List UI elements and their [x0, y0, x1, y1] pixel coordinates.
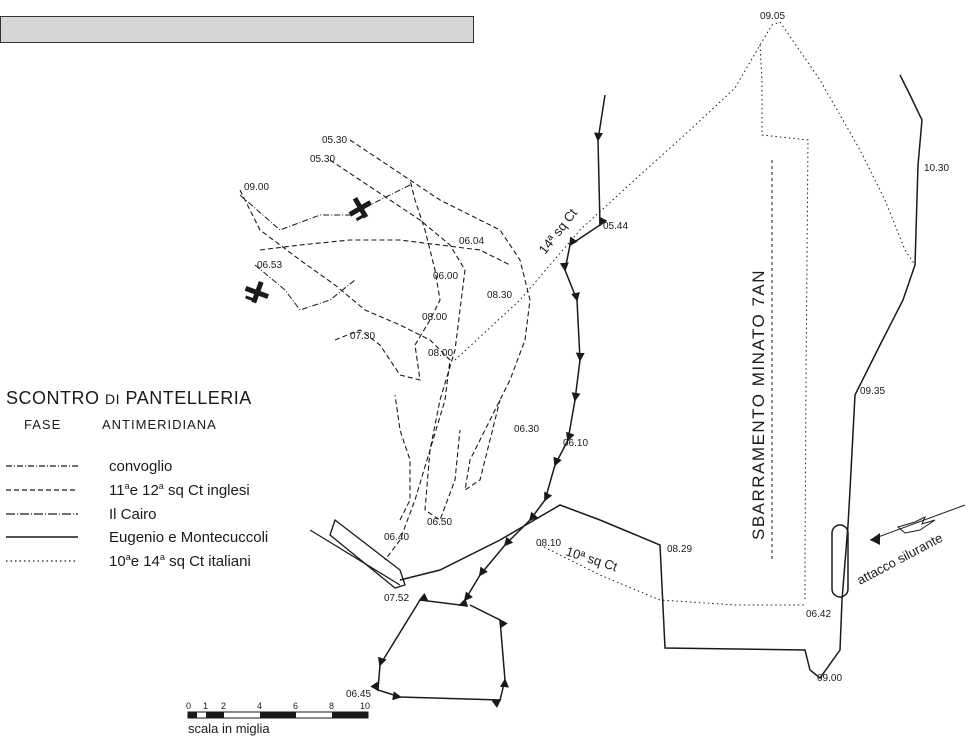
track-14sq — [454, 21, 916, 361]
scale-tick: 10 — [360, 701, 370, 711]
track-eugenio-middle — [399, 74, 923, 680]
torpedo-label: attacco silurante — [854, 530, 945, 588]
time-label: 06.04 — [459, 236, 484, 247]
squadron-10-label: 10ª sq Ct — [564, 544, 620, 575]
aircraft-icon — [348, 196, 372, 222]
legend-item-british: 11ae 12a sq Ct inglesi — [6, 481, 250, 499]
legend-swatch-dashed — [6, 489, 78, 491]
legend-label: Il Cairo — [109, 505, 157, 523]
scale-tick: 0 — [186, 701, 191, 711]
legend-title: SCONTRO DI PANTELLERIA — [6, 388, 252, 409]
time-label: 07.30 — [350, 331, 375, 342]
scale-label: scala in miglia — [188, 721, 270, 736]
legend-label: 10ae 14a sq Ct italiani — [109, 552, 251, 570]
time-label: 08.00 — [422, 312, 447, 323]
time-label: 06.30 — [514, 424, 539, 435]
legend-label: 11ae 12a sq Ct inglesi — [109, 481, 250, 499]
time-label: 09.00 — [244, 182, 269, 193]
time-label: 05.44 — [603, 221, 628, 232]
time-label: 05.30 — [310, 154, 335, 165]
legend-title-part: SCONTRO — [6, 388, 100, 408]
legend-label: convoglio — [109, 457, 173, 475]
track-eugenio-west — [370, 94, 608, 708]
scale-tick: 4 — [257, 701, 262, 711]
time-label: 06.50 — [427, 517, 452, 528]
legend-swatch-long-dash-dot — [6, 513, 78, 515]
cruiser-shape — [831, 524, 849, 598]
scale-tick: 1 — [203, 701, 208, 711]
cairo-track-edge — [309, 529, 401, 586]
time-label: 09.00 — [817, 673, 842, 684]
title-banner — [0, 16, 474, 43]
time-label: 08.10 — [536, 538, 561, 549]
scale-tick: 6 — [293, 701, 298, 711]
time-label: 06.10 — [563, 438, 588, 449]
time-label: 06.53 — [257, 260, 282, 271]
time-label: 08.29 — [667, 544, 692, 555]
time-label: 06.00 — [433, 271, 458, 282]
legend-item-eugenio: Eugenio e Montecuccoli — [6, 528, 268, 546]
british-tracks — [239, 139, 531, 561]
track-14sq-return — [759, 44, 809, 600]
time-markers: 09.05 10.30 05.30 05.30 09.00 05.44 06.0… — [244, 11, 949, 700]
legend-swatch-dash-dot — [6, 465, 78, 467]
torpedo-attack-group — [869, 504, 966, 545]
time-label: 06.42 — [806, 609, 831, 620]
legend-swatch-dotted — [6, 560, 78, 562]
time-label: 07.52 — [384, 593, 409, 604]
convoy-track — [239, 184, 411, 311]
track-10sq — [539, 544, 805, 606]
time-label: 10.30 — [924, 163, 949, 174]
squadron-14-label: 14ª sq Ct — [536, 205, 581, 256]
time-label: 08.00 — [428, 348, 453, 359]
time-label: 05.30 — [322, 135, 347, 146]
scale-tick: 8 — [329, 701, 334, 711]
scale-bar: 0 1 2 4 6 8 10 — [186, 701, 370, 719]
minefield-label: SBARRAMENTO MINATO 7AN — [749, 269, 768, 540]
scale-tick: 2 — [221, 701, 226, 711]
legend-item-cairo: Il Cairo — [6, 505, 157, 523]
time-label: 08.30 — [487, 290, 512, 301]
legend-swatch-solid — [6, 536, 78, 538]
legend-item-convoy: convoglio — [6, 457, 172, 475]
time-label: 06.45 — [346, 689, 371, 700]
legend-phase-value: ANTIMERIDIANA — [102, 417, 217, 432]
cairo-ship-shape — [329, 518, 406, 589]
legend-item-italian: 10ae 14a sq Ct italiani — [6, 552, 251, 570]
legend-title-part: DI — [105, 391, 121, 407]
legend-phase-word: FASE — [24, 417, 62, 432]
time-label: 09.35 — [860, 386, 885, 397]
legend-title-part: PANTELLERIA — [125, 388, 252, 408]
time-label: 06.40 — [384, 532, 409, 543]
legend-label: Eugenio e Montecuccoli — [109, 528, 269, 546]
time-label: 09.05 — [760, 11, 785, 22]
aircraft-icon — [244, 280, 269, 304]
